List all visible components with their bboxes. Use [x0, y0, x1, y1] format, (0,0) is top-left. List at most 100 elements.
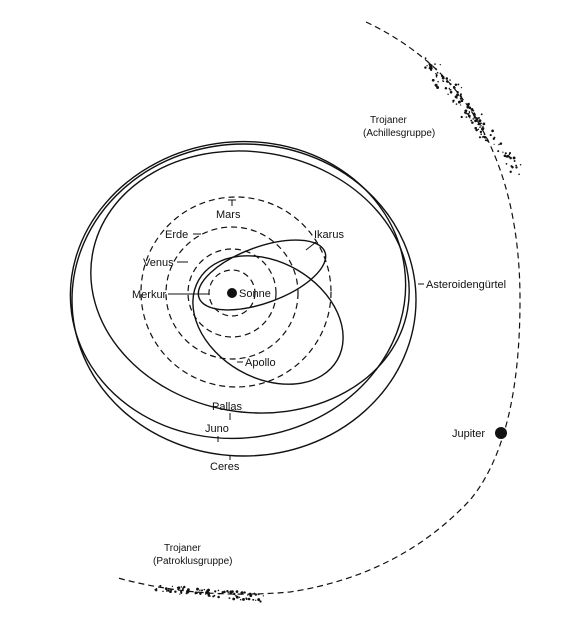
label-venus: Venus: [143, 257, 174, 269]
trojan-asteroid-dot: [444, 87, 448, 90]
trojan-asteroid-dot: [434, 83, 438, 87]
trojan-asteroid-dot: [482, 125, 484, 128]
trojan-asteroid-dot: [465, 112, 468, 115]
trojan-asteroid-dot: [504, 152, 507, 155]
trojan-asteroid-dot: [207, 588, 210, 592]
trojan-asteroid-dot: [479, 126, 481, 128]
trojan-asteroid-dot: [180, 586, 183, 588]
trojan-asteroid-dot: [456, 97, 458, 99]
label-trojaner-patroklus: Trojaner: [164, 543, 202, 554]
juno-orbit: [69, 140, 407, 440]
trojan-asteroid-dot: [509, 170, 512, 173]
trojan-asteroid-dot: [194, 591, 198, 595]
trojan-asteroid-dot: [232, 597, 236, 601]
trojan-asteroid-dot: [467, 102, 470, 106]
trojan-asteroid-dot: [171, 585, 174, 588]
trojan-asteroid-dot: [439, 63, 441, 66]
trojan-asteroid-dot: [464, 109, 468, 113]
label-pallas: Pallas: [212, 401, 242, 413]
trojan-asteroid-dot: [436, 86, 440, 89]
trojan-asteroid-dot: [489, 134, 492, 137]
trojan-asteroid-dot: [478, 122, 482, 126]
trojan-asteroid-dot: [218, 593, 221, 595]
trojan-asteroid-dot: [199, 592, 202, 596]
trojan-asteroid-dot: [457, 83, 460, 86]
trojan-asteroid-dot: [169, 590, 172, 594]
trojan-asteroid-dot: [177, 586, 181, 590]
trojan-asteroid-dot: [499, 142, 503, 145]
trojan-asteroid-dot: [480, 122, 483, 125]
trojan-asteroid-dot: [456, 93, 460, 97]
trojan-asteroid-dot: [519, 163, 522, 166]
trojan-asteroid-dot: [179, 593, 181, 595]
trojan-asteroid-dot: [235, 595, 239, 599]
trojan-asteroid-dot: [429, 65, 432, 67]
trojan-asteroid-dot: [471, 121, 474, 124]
trojan-asteroid-dot: [472, 118, 475, 120]
pallas-orbit: [90, 150, 410, 414]
trojan-asteroid-dot: [484, 139, 487, 142]
trojan-asteroid-dot: [243, 591, 246, 594]
trojan-asteroid-dot: [248, 592, 252, 596]
trojan-asteroid-dot: [457, 100, 461, 104]
trojan-asteroid-dot: [449, 83, 452, 86]
trojan-asteroid-dot: [428, 62, 431, 66]
trojan-asteroid-dot: [206, 593, 209, 595]
leader-ikarus: [305, 241, 317, 251]
trojan-asteroid-dot: [445, 77, 449, 80]
trojan-asteroid-dot: [155, 589, 158, 592]
trojan-asteroid-dot: [440, 74, 444, 78]
trojan-asteroid-dot: [515, 164, 517, 167]
trojan-asteroid-dot: [492, 137, 495, 140]
trojan-asteroid-dot: [508, 152, 512, 155]
trojan-asteroid-dot: [455, 103, 458, 105]
label-ceres: Ceres: [210, 461, 240, 473]
trojan-asteroid-dot: [256, 594, 258, 596]
jupiter-icon: [495, 427, 507, 439]
trojan-asteroid-dot: [468, 111, 471, 113]
trojan-asteroid-dot: [203, 588, 206, 591]
trojan-asteroid-dot: [238, 596, 241, 599]
label-erde: Erde: [165, 229, 188, 241]
trojan-asteroid-dot: [449, 88, 451, 91]
trojan-asteroid-dot: [201, 589, 203, 592]
trojan-asteroid-dot: [212, 596, 214, 598]
trojan-asteroid-dot: [196, 587, 199, 591]
trojan-asteroid-dot: [486, 139, 489, 142]
trojan-asteroid-dot: [478, 116, 480, 119]
trojan-asteroid-dot: [497, 150, 500, 153]
ikarus-orbit: [197, 239, 327, 311]
trojan-asteroid-dot: [235, 590, 239, 593]
trojan-asteroid-dot: [252, 598, 255, 601]
trojan-asteroid-dot: [213, 594, 216, 597]
trojan-asteroid-dot: [437, 80, 439, 83]
trojan-asteroid-dot: [226, 590, 229, 593]
trojan-asteroid-dot: [233, 592, 236, 596]
trojan-asteroid-dot: [427, 60, 429, 63]
label-apollo: Apollo: [245, 357, 276, 369]
venus-orbit: [187, 248, 277, 338]
trojan-asteroid-dot: [460, 115, 463, 119]
label-merkur: Merkur: [132, 289, 167, 301]
trojan-asteroid-dot: [235, 594, 237, 597]
trojan-asteroid-dot: [480, 113, 483, 116]
trojan-asteroid-dot: [257, 598, 261, 602]
trojan-asteroid-dot: [509, 156, 512, 160]
trojan-asteroid-dot: [512, 156, 516, 160]
trojan-asteroid-dot: [456, 91, 459, 94]
trojan-asteroid-dot: [463, 111, 466, 114]
trojan-asteroid-dot: [474, 126, 477, 130]
trojan-asteroid-dot: [185, 592, 188, 595]
trojan-asteroid-dot: [493, 143, 495, 145]
trojan-asteroid-dot: [170, 588, 173, 591]
trojan-asteroid-dot: [253, 592, 256, 595]
trojan-asteroid-dot: [474, 119, 478, 123]
trojan-asteroid-dot: [424, 66, 427, 69]
trojan-asteroid-dot: [162, 590, 164, 593]
trojan-asteroid-dot: [498, 143, 500, 146]
trojan-asteroid-dot: [228, 597, 231, 600]
trojan-asteroid-dot: [480, 133, 483, 136]
trojan-asteroid-dot: [505, 163, 508, 165]
merkur-orbit: [208, 269, 256, 317]
label-juno: Juno: [205, 423, 229, 435]
